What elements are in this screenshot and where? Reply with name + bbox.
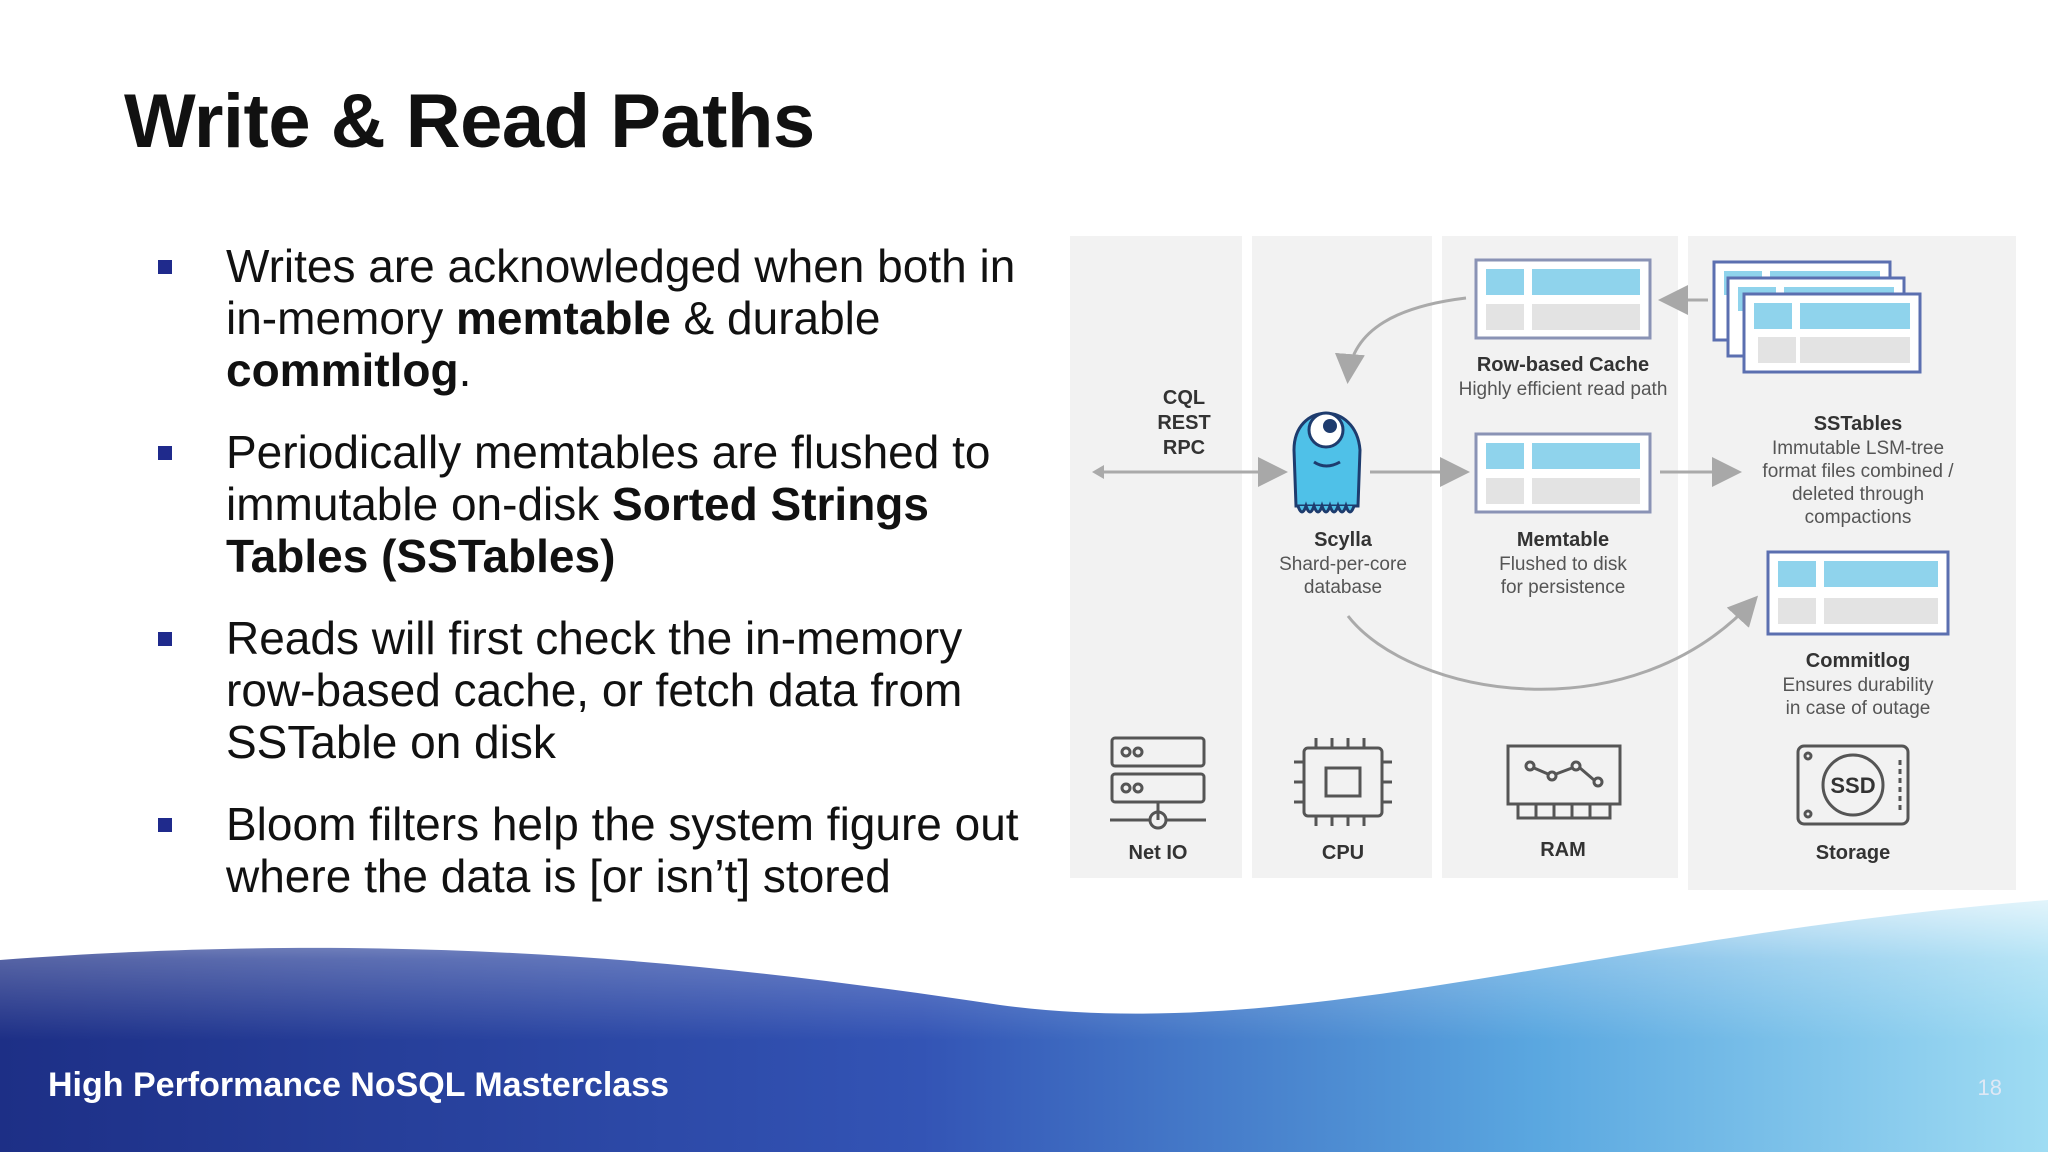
bullet-item: Bloom filters help the system figure out… (150, 798, 1020, 902)
panel-netio (1070, 236, 1242, 878)
sstables-line2: format files combined / (1762, 461, 1954, 482)
ram-label: RAM (1540, 839, 1586, 861)
bullet-text: Reads will first check the in-memory row… (226, 612, 963, 768)
ram-icon (1506, 744, 1622, 820)
cache-title: Row-based Cache (1477, 354, 1649, 376)
memtable-line2: for persistence (1501, 577, 1626, 598)
storage-label: Storage (1816, 842, 1890, 864)
bullet-item: Writes are acknowledged when both in in-… (150, 240, 1020, 396)
bullet-text: . (458, 344, 472, 396)
sstables-line1: Immutable LSM-tree (1772, 438, 1944, 459)
page-number: 18 (1977, 1075, 2002, 1100)
commitlog-line1: Ensures durability (1782, 675, 1934, 696)
cpu-icon (1294, 738, 1392, 826)
sstables-line4: compactions (1805, 507, 1912, 528)
memtable-title: Memtable (1517, 529, 1609, 551)
slide-title: Write & Read Paths (124, 79, 815, 164)
bullet-text: Writes are acknowledged when both in in-… (226, 240, 1016, 344)
bullet-item: Periodically memtables are flushed to im… (150, 426, 1020, 582)
bullet-marker-icon (158, 632, 172, 646)
commitlog-title: Commitlog (1806, 650, 1910, 672)
bullet-list: Writes are acknowledged when both in in-… (150, 240, 1020, 932)
scylla-title: Scylla (1314, 529, 1373, 551)
bullet-emphasis: commitlog (226, 344, 459, 396)
bullet-text: Periodically memtables are flushed to im… (226, 426, 991, 530)
bullet-marker-icon (158, 446, 172, 460)
sstables-title: SSTables (1814, 413, 1903, 435)
ssd-icon (1796, 744, 1910, 826)
ssd-label: SSD (1830, 773, 1875, 798)
bullet-emphasis: Sorted Strings Tables (SSTables) (226, 478, 929, 582)
netio-label: Net IO (1129, 842, 1188, 864)
memtable-line1: Flushed to disk (1499, 554, 1627, 575)
bullet-marker-icon (158, 818, 172, 832)
cache-line1: Highly efficient read path (1459, 379, 1668, 400)
sstables-line3: deleted through (1792, 484, 1924, 505)
panel-cpu (1252, 236, 1432, 878)
cpu-label: CPU (1322, 842, 1364, 864)
netio-icon (1110, 736, 1206, 830)
bullet-marker-icon (158, 260, 172, 274)
bullet-text: Bloom filters help the system figure out… (226, 798, 1019, 902)
scylla-line1: Shard-per-core (1279, 554, 1407, 575)
memtable-box-icon (1474, 432, 1652, 514)
protocol-rpc: RPC (1163, 437, 1205, 459)
protocol-rest: REST (1157, 412, 1210, 434)
scylla-line2: database (1304, 577, 1382, 598)
commitlog-line2: in case of outage (1786, 698, 1931, 719)
scylla-mascot-icon (1292, 411, 1362, 514)
cache-box-icon (1474, 258, 1652, 340)
bullet-emphasis: memtable (456, 292, 671, 344)
bullet-text: & durable (670, 292, 881, 344)
protocol-cql: CQL (1163, 387, 1205, 409)
architecture-diagram: CQL REST RPC Scylla Shard-per-core datab… (1070, 236, 2016, 890)
bullet-item: Reads will first check the in-memory row… (150, 612, 1020, 768)
sstables-stack-icon (1712, 260, 1922, 374)
commitlog-box-icon (1766, 550, 1950, 636)
footer-title: High Performance NoSQL Masterclass (48, 1066, 670, 1104)
